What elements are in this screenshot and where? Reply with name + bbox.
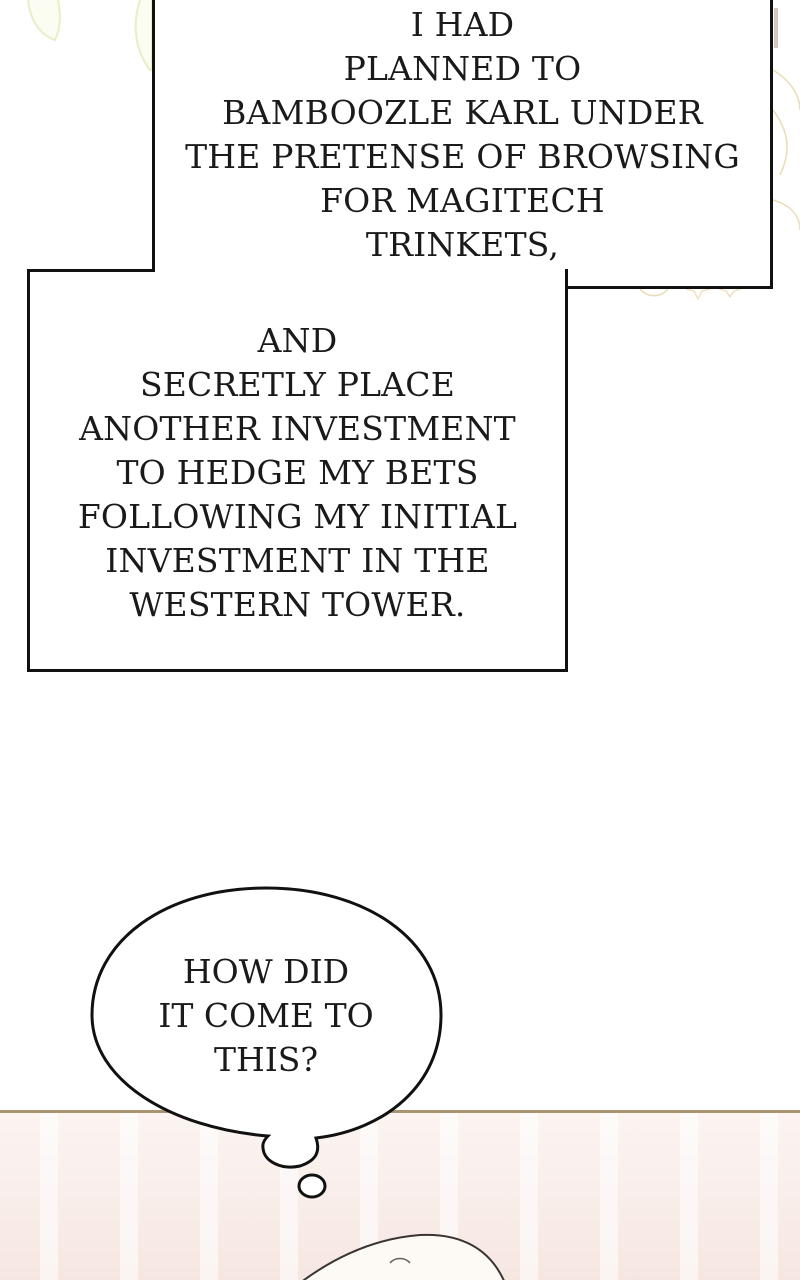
lower-panel-background <box>0 1110 800 1280</box>
thought-bubble-text: HOW DID IT COME TO THIS? <box>158 952 374 1079</box>
narration-box-bottom: AND SECRETLY PLACE ANOTHER INVESTMENT TO… <box>27 269 568 672</box>
narration-text-top: I HAD PLANNED TO BAMBOOZLE KARL UNDER TH… <box>185 4 740 264</box>
narration-box-bottom-right-edge <box>565 286 773 289</box>
hat-line-art <box>302 1233 505 1280</box>
narration-text-bottom: AND SECRETLY PLACE ANOTHER INVESTMENT TO… <box>77 321 518 624</box>
narration-box-bottom-edge <box>27 269 155 272</box>
